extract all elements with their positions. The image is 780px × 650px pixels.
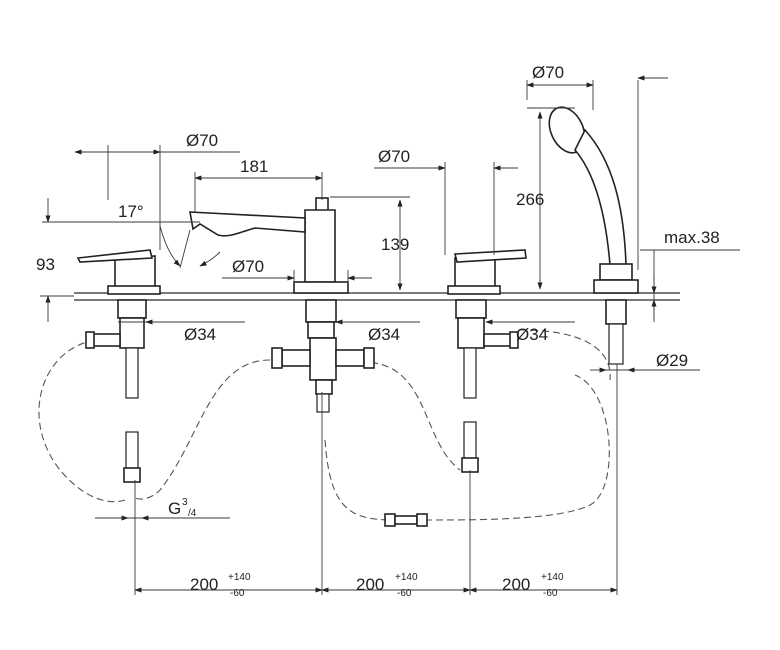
label-mixer-right-diameter: Ø70 xyxy=(378,147,410,166)
hose-routing xyxy=(38,329,611,521)
label-hole-diameter: Ø29 xyxy=(656,351,688,370)
label-spacing-1-plus: +140 xyxy=(228,572,251,583)
label-spacing-3-minus: -60 xyxy=(543,588,558,599)
label-shank-right: Ø34 xyxy=(516,325,548,344)
dim-spout-angle: 17° xyxy=(110,202,221,269)
label-spout-reach: 181 xyxy=(240,157,268,176)
label-lever-height: 93 xyxy=(36,255,55,274)
label-handshower-diameter: Ø70 xyxy=(532,63,564,82)
label-spacing-3-plus: +140 xyxy=(541,572,564,583)
hand-shower xyxy=(548,106,639,365)
dim-handshower-diameter: Ø70 xyxy=(526,63,594,110)
spout-body xyxy=(189,197,375,413)
dim-handshower-height: 266 xyxy=(516,107,575,290)
label-spacing-2-minus: -60 xyxy=(397,588,412,599)
label-spout-height: 139 xyxy=(381,235,409,254)
dim-shank-right: Ø34 xyxy=(485,319,575,344)
dim-shank-center: Ø34 xyxy=(335,319,420,344)
label-spacing-1-minus: -60 xyxy=(230,588,245,599)
label-spacing-2-plus: +140 xyxy=(395,572,418,583)
centre-lines xyxy=(134,364,618,595)
dim-lever-height: 93 xyxy=(36,198,110,322)
label-handshower-height: 266 xyxy=(516,190,544,209)
label-thread-sup: 3 xyxy=(182,497,188,508)
label-thread-sub: /4 xyxy=(188,508,197,519)
dim-max-thickness: max.38 xyxy=(637,75,740,322)
label-spacing-1: 200 xyxy=(190,575,218,594)
dim-spout-height: 139 xyxy=(330,196,410,291)
label-thread: G xyxy=(168,499,181,518)
label-spacing-3: 200 xyxy=(502,575,530,594)
diverter-connector xyxy=(384,513,428,527)
label-mixer-left-diameter: Ø70 xyxy=(186,131,218,150)
dim-mixer-left-diameter: Ø70 xyxy=(74,131,240,250)
left-lever-handle xyxy=(76,249,161,483)
dim-shank-left: Ø34 xyxy=(118,319,245,344)
label-spout-base-diameter: Ø70 xyxy=(232,257,264,276)
dim-spacing: 200 +140 -60 200 +140 -60 200 +140 -60 xyxy=(134,572,618,599)
label-spacing-2: 200 xyxy=(356,575,384,594)
dim-hole-diameter: Ø29 xyxy=(590,351,700,373)
right-lever-handle xyxy=(447,249,527,473)
label-shank-center: Ø34 xyxy=(368,325,400,344)
label-spout-angle: 17° xyxy=(118,202,144,221)
label-max-thickness: max.38 xyxy=(664,228,720,247)
dim-spout-reach: 181 xyxy=(194,157,323,212)
dim-mixer-right-diameter: Ø70 xyxy=(374,147,518,255)
dim-thread: G 3 /4 xyxy=(95,497,230,521)
label-shank-left: Ø34 xyxy=(184,325,216,344)
dim-spout-base-diameter: Ø70 xyxy=(222,257,372,284)
